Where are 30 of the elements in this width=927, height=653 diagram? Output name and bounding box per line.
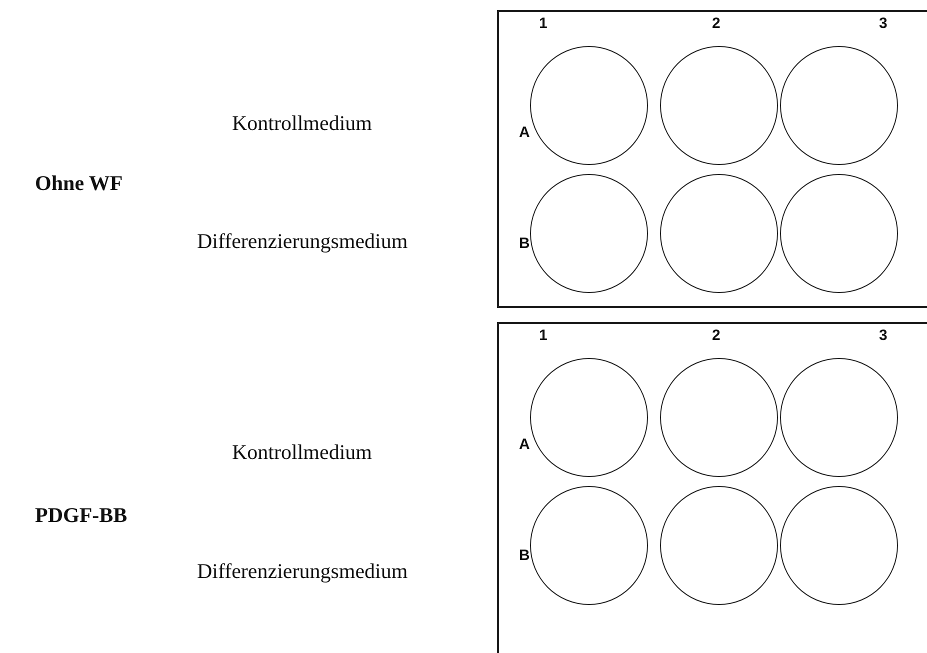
column-number: 2: [712, 328, 720, 344]
row-label: Kontrollmedium: [232, 111, 372, 135]
column-number: 3: [879, 328, 888, 344]
row-label: Differenzierungsmedium: [197, 229, 408, 253]
well-circle: [530, 358, 648, 477]
well-circle: [530, 174, 648, 293]
row-letter: B: [519, 548, 530, 564]
row-letter: B: [519, 236, 530, 252]
well-circle: [780, 174, 898, 293]
well-plate: [497, 10, 927, 308]
column-number: 2: [712, 16, 720, 32]
group-label: PDGF-BB: [35, 503, 128, 527]
row-letter: A: [519, 125, 530, 141]
well-plate: [497, 322, 927, 653]
row-label: Differenzierungsmedium: [197, 559, 408, 583]
column-number: 1: [539, 328, 548, 344]
well-circle: [780, 486, 898, 605]
well-circle: [780, 46, 898, 165]
row-letter: A: [519, 437, 530, 453]
well-circle: [660, 486, 778, 605]
column-number: 1: [539, 16, 548, 32]
well-circle: [660, 174, 778, 293]
column-number: 3: [879, 16, 888, 32]
row-label: Kontrollmedium: [232, 440, 372, 464]
well-circle: [530, 46, 648, 165]
well-circle: [780, 358, 898, 477]
group-label: Ohne WF: [35, 171, 123, 195]
well-circle: [660, 358, 778, 477]
well-circle: [530, 486, 648, 605]
well-circle: [660, 46, 778, 165]
